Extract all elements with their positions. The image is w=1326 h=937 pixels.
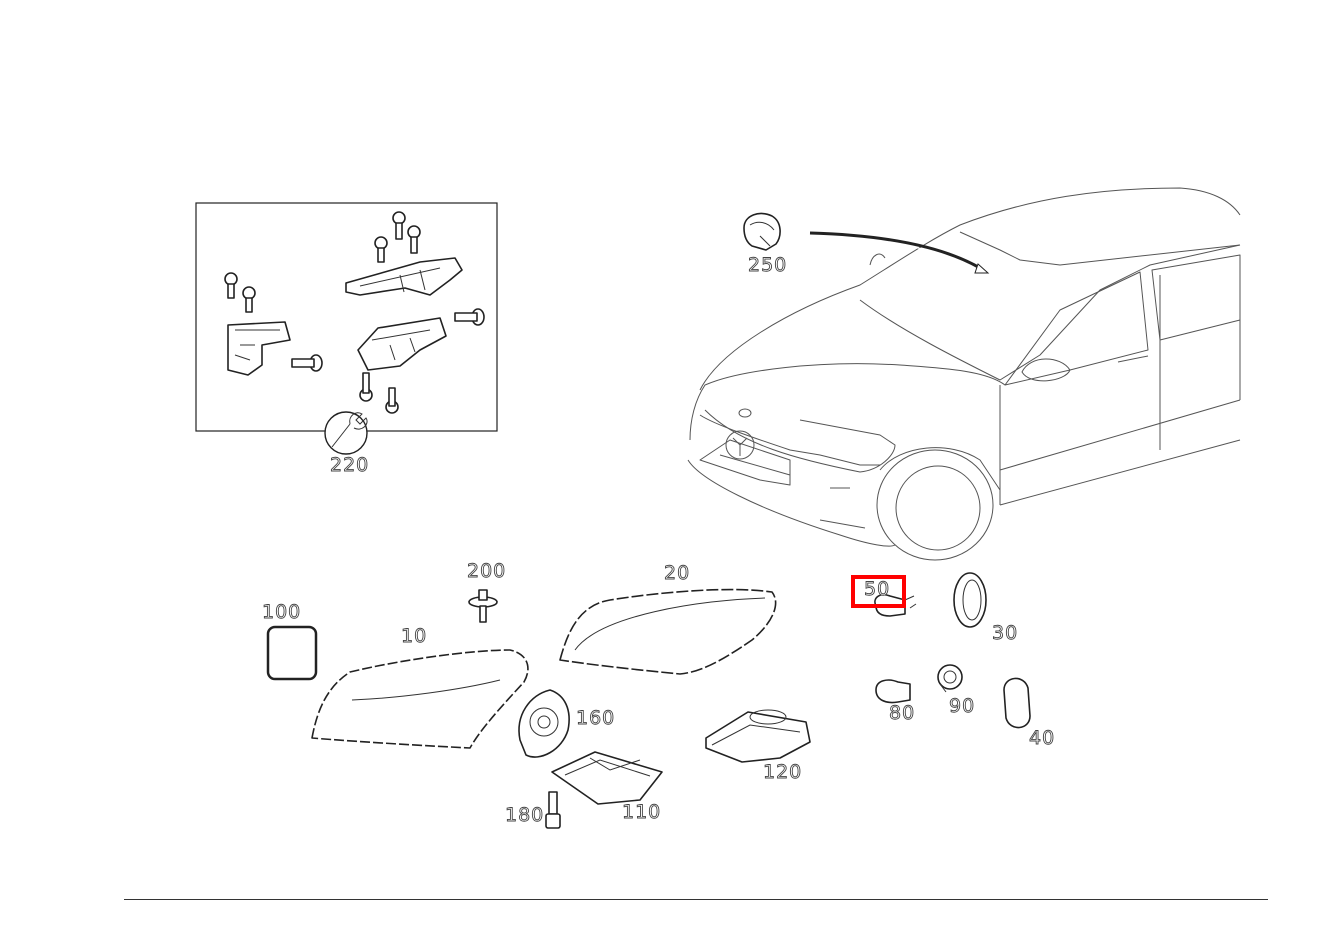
callout-20[interactable]: 20 <box>664 562 691 584</box>
callout-220[interactable]: 220 <box>330 454 370 476</box>
callout-200[interactable]: 200 <box>467 560 507 582</box>
part-80 <box>875 679 911 704</box>
callout-250[interactable]: 250 <box>748 254 788 276</box>
part-10 <box>311 649 529 749</box>
callout-180[interactable]: 180 <box>505 804 545 826</box>
part-40 <box>1003 677 1031 729</box>
highlight-box-part-50 <box>851 575 906 608</box>
car-illustration <box>687 187 1241 561</box>
callout-90[interactable]: 90 <box>949 695 976 717</box>
part-120 <box>705 709 811 763</box>
footer-divider <box>124 899 1268 900</box>
part-200 <box>468 589 498 623</box>
repair-kit-detail <box>195 202 498 455</box>
part-110 <box>551 751 663 805</box>
part-180 <box>545 791 561 829</box>
callout-110[interactable]: 110 <box>622 801 662 823</box>
part-250 <box>743 212 781 251</box>
callout-120[interactable]: 120 <box>763 761 803 783</box>
callout-40[interactable]: 40 <box>1029 727 1056 749</box>
part-90 <box>937 664 963 693</box>
callout-160[interactable]: 160 <box>576 707 616 729</box>
part-160 <box>518 689 570 758</box>
callout-30[interactable]: 30 <box>992 622 1019 644</box>
callout-10[interactable]: 10 <box>401 625 428 647</box>
part-20 <box>559 588 777 675</box>
part-250-pointer <box>809 231 990 274</box>
part-100 <box>266 625 318 681</box>
callout-50[interactable]: 50 <box>864 578 891 600</box>
callout-100[interactable]: 100 <box>262 601 302 623</box>
part-30 <box>953 572 987 628</box>
callout-80[interactable]: 80 <box>889 702 916 724</box>
